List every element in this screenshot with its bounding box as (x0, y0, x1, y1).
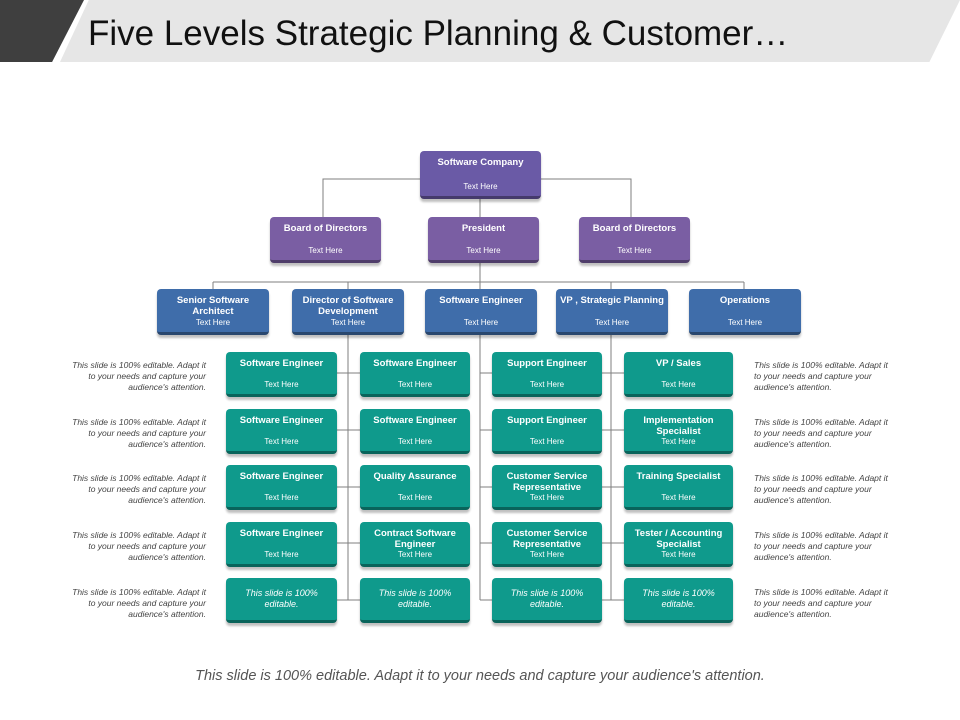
node-title: Software Engineer (239, 471, 324, 482)
node-subtitle: Text Here (195, 318, 231, 327)
node-subtitle: Text Here (727, 318, 763, 327)
node-col1-row3: Software Engineer Text Here (226, 465, 337, 510)
side-note-right-2: This slide is 100% editable. Adapt it to… (754, 417, 888, 449)
node-col1-row2: Software Engineer Text Here (226, 409, 337, 454)
side-note-left-1: This slide is 100% editable. Adapt it to… (72, 360, 206, 392)
node-italic-text: This slide is 100% editable. (642, 588, 715, 609)
node-title: Customer Service Representative (506, 471, 588, 493)
node-subtitle: Text Here (397, 550, 433, 559)
node-title: Software Engineer (239, 415, 324, 426)
node-col2-row4: Contract Software Engineer Text Here (360, 522, 470, 567)
node-subtitle: Text Here (397, 493, 433, 502)
node-subtitle: Text Here (397, 380, 433, 389)
node-title: Director of Software Development (302, 295, 394, 317)
node-subtitle: Text Here (617, 246, 652, 255)
node-subtitle: Text Here (529, 437, 565, 446)
header-bar (60, 0, 960, 62)
node-col1-row5: This slide is 100% editable. (226, 578, 337, 623)
node-subtitle: Text Here (264, 380, 299, 389)
node-col4-row1: VP / Sales Text Here (624, 352, 733, 397)
node-subtitle: Text Here (463, 182, 498, 191)
node-title: Tester / Accounting Specialist (634, 528, 723, 550)
side-note-right-4: This slide is 100% editable. Adapt it to… (754, 530, 888, 562)
node-subtitle: Text Here (661, 380, 696, 389)
node-title: Software Engineer (239, 358, 324, 369)
node-subtitle: Text Here (466, 246, 501, 255)
node-title: Board of Directors (283, 223, 368, 234)
node-col3-row3: Customer Service Representative Text Her… (492, 465, 602, 510)
node-title: Support Engineer (507, 415, 587, 426)
node-col4-row4: Tester / Accounting Specialist Text Here (624, 522, 733, 567)
node-title: President (461, 223, 506, 234)
node-board-of-directors-left: Board of Directors Text Here (270, 217, 381, 263)
node-title: Software Engineer (373, 415, 457, 426)
node-col2-row5: This slide is 100% editable. (360, 578, 470, 623)
node-title: Training Specialist (636, 471, 721, 482)
side-note-left-3: This slide is 100% editable. Adapt it to… (72, 473, 206, 505)
node-italic-text: This slide is 100% editable. (245, 588, 318, 609)
node-col4-row2: Implementation Specialist Text Here (624, 409, 733, 454)
node-title: Senior Software Architect (176, 295, 250, 317)
node-senior-software-architect: Senior Software Architect Text Here (157, 289, 269, 335)
node-subtitle: Text Here (308, 246, 343, 255)
node-title: Software Engineer (439, 295, 523, 306)
node-director-software-development: Director of Software Development Text He… (292, 289, 404, 335)
node-subtitle: Text Here (529, 550, 565, 559)
node-title: Implementation Specialist (643, 415, 714, 437)
node-title: VP / Sales (655, 358, 702, 369)
node-subtitle: Text Here (661, 437, 696, 446)
node-col1-row4: Software Engineer Text Here (226, 522, 337, 567)
node-title: Software Engineer (239, 528, 324, 539)
node-subtitle: Text Here (594, 318, 630, 327)
side-note-right-3: This slide is 100% editable. Adapt it to… (754, 473, 888, 505)
node-subtitle: Text Here (330, 318, 366, 327)
node-col2-row3: Quality Assurance Text Here (360, 465, 470, 510)
node-col2-row2: Software Engineer Text Here (360, 409, 470, 454)
node-title: Board of Directors (592, 223, 677, 234)
node-operations: Operations Text Here (689, 289, 801, 335)
connector-top-to-board-right (541, 178, 632, 217)
node-subtitle: Text Here (264, 437, 299, 446)
node-italic-text: This slide is 100% editable. (378, 588, 452, 609)
node-title: VP , Strategic Planning (560, 295, 664, 306)
node-subtitle: Text Here (661, 550, 696, 559)
node-title: Operations (719, 295, 771, 306)
node-col3-row5: This slide is 100% editable. (492, 578, 602, 623)
node-col4-row5: This slide is 100% editable. (624, 578, 733, 623)
node-col2-row1: Software Engineer Text Here (360, 352, 470, 397)
side-note-right-5: This slide is 100% editable. Adapt it to… (754, 587, 888, 619)
node-subtitle: Text Here (661, 493, 696, 502)
node-col3-row4: Customer Service Representative Text Her… (492, 522, 602, 567)
node-president: President Text Here (428, 217, 539, 263)
node-subtitle: Text Here (529, 493, 565, 502)
node-subtitle: Text Here (397, 437, 433, 446)
node-title: Contract Software Engineer (374, 528, 456, 550)
node-col4-row3: Training Specialist Text Here (624, 465, 733, 510)
footer-note: This slide is 100% editable. Adapt it to… (195, 668, 765, 684)
node-software-engineer-l3: Software Engineer Text Here (425, 289, 537, 335)
side-note-left-4: This slide is 100% editable. Adapt it to… (72, 530, 206, 562)
side-note-left-5: This slide is 100% editable. Adapt it to… (72, 587, 206, 619)
node-subtitle: Text Here (264, 550, 299, 559)
node-title: Software Engineer (373, 358, 457, 369)
node-board-of-directors-right: Board of Directors Text Here (579, 217, 690, 263)
node-title: Software Company (437, 157, 524, 168)
connector-top-to-board-left (322, 178, 420, 217)
side-note-right-1: This slide is 100% editable. Adapt it to… (754, 360, 888, 392)
node-italic-text: This slide is 100% editable. (510, 588, 584, 609)
node-title: Support Engineer (507, 358, 587, 369)
node-software-company: Software Company Text Here (420, 151, 541, 199)
node-col3-row2: Support Engineer Text Here (492, 409, 602, 454)
node-title: Customer Service Representative (506, 528, 588, 550)
node-col3-row1: Support Engineer Text Here (492, 352, 602, 397)
side-note-left-2: This slide is 100% editable. Adapt it to… (72, 417, 206, 449)
node-subtitle: Text Here (529, 380, 565, 389)
node-subtitle: Text Here (264, 493, 299, 502)
node-col1-row1: Software Engineer Text Here (226, 352, 337, 397)
node-vp-strategic-planning: VP , Strategic Planning Text Here (556, 289, 668, 335)
node-subtitle: Text Here (463, 318, 499, 327)
node-title: Quality Assurance (373, 471, 457, 482)
